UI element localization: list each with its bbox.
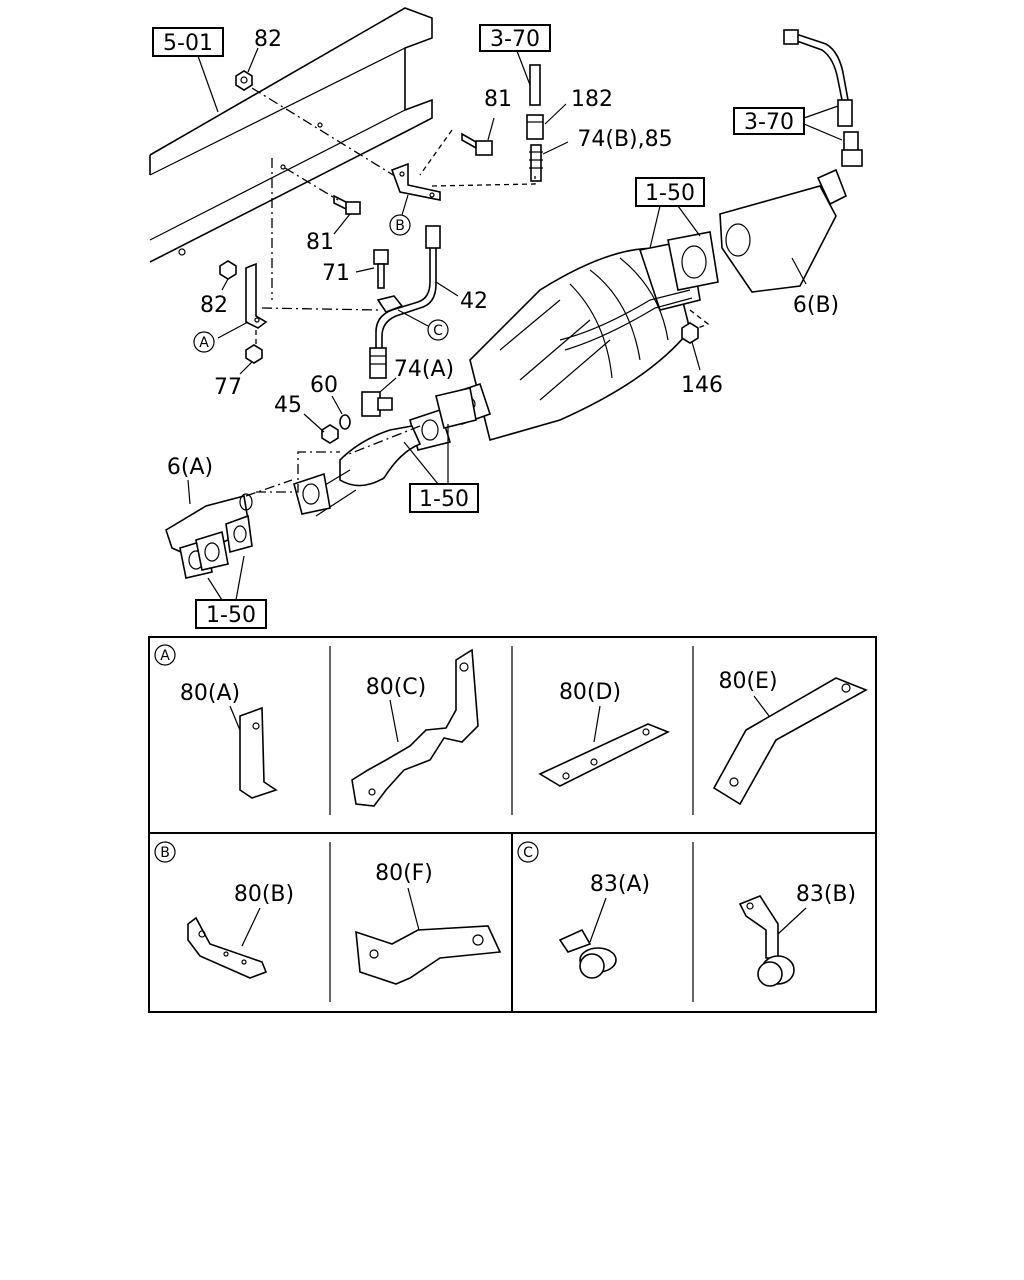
bolt-81-mid: 81 — [306, 194, 361, 255]
marker-c: C — [433, 323, 443, 339]
callout-82-left: 82 — [200, 293, 228, 318]
elbow-6b: 6(B) — [719, 168, 848, 318]
part-80a: 80(A) — [180, 681, 278, 799]
bracket-a: A — [193, 262, 268, 353]
section-b-marker: B — [160, 845, 170, 861]
elbow-6a: 6(A) — [165, 455, 253, 579]
washer-60: 60 — [310, 373, 351, 430]
part-83a: 83(A) — [558, 872, 650, 979]
callout-6b: 6(B) — [793, 293, 839, 318]
nut-82-left: 82 — [200, 260, 237, 318]
pipe-42: 42 C — [369, 225, 488, 379]
ref-3-70-right-label: 3-70 — [744, 110, 794, 135]
marker-a: A — [199, 335, 209, 351]
section-c: C 83(A) 83(B) — [517, 841, 856, 987]
callout-6a: 6(A) — [167, 455, 213, 480]
bracket-b: B — [389, 162, 441, 236]
callout-82-top: 82 — [254, 27, 282, 52]
part-80a-label: 80(A) — [180, 681, 240, 706]
callout-60: 60 — [310, 373, 338, 398]
part-80f: 80(F) — [355, 861, 502, 985]
nut-45: 45 — [274, 393, 339, 444]
callout-77: 77 — [214, 375, 242, 400]
part-83a-label: 83(A) — [590, 872, 650, 897]
callout-81-top: 81 — [484, 87, 512, 112]
ref-5-01-label: 5-01 — [163, 31, 213, 56]
nut-82-top: 82 — [235, 27, 282, 91]
section-b: B 80(B) 80(F) — [154, 841, 502, 985]
callout-74b-85: 74(B),85 — [577, 127, 672, 152]
ref-1-50-bottom-label: 1-50 — [206, 603, 256, 628]
ref-3-70-top-label: 3-70 — [490, 27, 540, 52]
fitting-182: 182 — [526, 87, 613, 140]
part-80b-label: 80(B) — [234, 882, 294, 907]
ref-box-3-70-top: 3-70 — [479, 24, 551, 86]
section-c-marker: C — [523, 845, 533, 861]
front-pipe — [293, 387, 477, 517]
ref-1-50-top-label: 1-50 — [645, 181, 695, 206]
part-80f-label: 80(F) — [375, 861, 433, 886]
ref-box-3-70-right: 3-70 — [733, 105, 843, 141]
ref-box-5-01: 5-01 — [152, 27, 224, 113]
elbow-74a: 74(A) — [361, 357, 454, 417]
section-a-marker: A — [160, 648, 170, 664]
part-80b: 80(B) — [187, 882, 294, 979]
frame-rail — [149, 7, 433, 263]
part-80c-label: 80(C) — [366, 675, 427, 700]
part-80d-label: 80(D) — [559, 680, 621, 705]
ref-box-1-50-top: 1-50 — [635, 177, 705, 249]
exhaust-converter — [448, 231, 719, 441]
detail-table — [148, 636, 877, 1013]
marker-b: B — [395, 218, 405, 234]
callout-81-mid: 81 — [306, 230, 334, 255]
callout-146: 146 — [681, 373, 723, 398]
ref-box-1-50-bottom: 1-50 — [195, 555, 267, 629]
bolt-81-top: 81 — [461, 87, 512, 156]
ref-1-50-mid-label: 1-50 — [419, 487, 469, 512]
callout-71: 71 — [322, 261, 350, 286]
section-a: A 80(A) 80(C) 80(D) 80(E) — [154, 644, 868, 807]
fitting-74b-85: 74(B),85 — [529, 127, 673, 182]
callout-45: 45 — [274, 393, 302, 418]
ref-box-1-50-mid: 1-50 — [403, 424, 479, 513]
sensor-pipe-right — [783, 29, 863, 167]
callout-42: 42 — [460, 289, 488, 314]
part-80c: 80(C) — [351, 648, 479, 807]
part-80d: 80(D) — [538, 680, 670, 787]
callout-74a: 74(A) — [394, 357, 454, 382]
part-80e-label: 80(E) — [718, 669, 777, 694]
nut-146: 146 — [681, 322, 723, 398]
part-80e: 80(E) — [712, 669, 868, 806]
nut-77: 77 — [214, 344, 263, 400]
callout-182: 182 — [571, 87, 613, 112]
bolt-71: 71 — [322, 249, 389, 289]
part-83b-label: 83(B) — [796, 882, 856, 907]
part-83b: 83(B) — [738, 882, 856, 987]
